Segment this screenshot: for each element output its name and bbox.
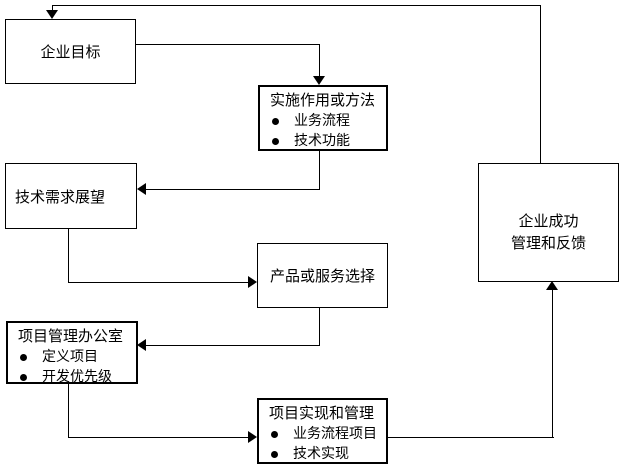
connector-goals-to-implementation-h (136, 44, 320, 45)
node-label-line1: 企业成功 (518, 211, 579, 230)
connector-product-to-pmo-v (319, 308, 320, 346)
bullet-icon (272, 118, 279, 125)
bullet-icon (271, 451, 278, 458)
node-title: 项目管理办公室 (18, 327, 124, 345)
bullet-label: 开发优先级 (42, 369, 112, 384)
arrow-down-icon (46, 10, 58, 19)
bullet-item: 技术实现 (267, 447, 380, 462)
bullet-label: 定义项目 (42, 349, 98, 365)
connector-product-to-pmo-h (146, 345, 320, 346)
node-tech-requirements-outlook: 技术需求展望 (5, 163, 137, 229)
bullet-item: 业务流程项目 (267, 427, 380, 442)
bullet-icon (271, 431, 278, 438)
bullet-item: 定义项目 (16, 350, 130, 365)
node-project-implementation: 项目实现和管理 业务流程项目 技术实现 (257, 398, 388, 464)
arrow-left-icon (137, 183, 146, 195)
connector-tech-to-product-v (68, 229, 69, 283)
connector-project-to-success-v (552, 290, 553, 438)
connector-pmo-to-project-h (68, 437, 249, 438)
connector-goals-to-implementation-v (319, 44, 320, 77)
node-label: 技术需求展望 (15, 187, 106, 206)
node-product-or-service-selection: 产品或服务选择 (257, 243, 388, 308)
bullet-item: 业务流程 (268, 114, 380, 129)
node-title: 项目实现和管理 (269, 404, 375, 422)
connector-feedback-vertical (540, 5, 541, 164)
connector-pmo-to-project-v (68, 384, 69, 438)
bullet-label: 业务流程 (294, 113, 350, 129)
arrow-up-icon (546, 281, 558, 290)
node-label-line2: 管理和反馈 (510, 233, 586, 252)
node-success-management-feedback: 企业成功 管理和反馈 (478, 163, 619, 282)
node-label: 产品或服务选择 (269, 267, 375, 285)
arrow-right-icon (248, 431, 257, 443)
arrow-right-icon (248, 276, 257, 288)
bullet-label: 技术功能 (294, 133, 350, 149)
node-project-management-office: 项目管理办公室 定义项目 开发优先级 (6, 321, 138, 384)
connector-project-to-success-h (388, 437, 554, 438)
bullet-icon (20, 354, 27, 361)
bullet-item: 开发优先级 (16, 369, 130, 384)
bullet-icon (272, 138, 279, 145)
node-implementation-methods: 实施作用或方法 业务流程 技术功能 (258, 85, 388, 151)
connector-implementation-to-tech-v (319, 151, 320, 190)
bullet-icon (20, 374, 27, 381)
connector-implementation-to-tech-h (146, 189, 320, 190)
node-label: 企业目标 (40, 43, 101, 61)
bullet-label: 业务流程项目 (293, 426, 377, 442)
node-title: 实施作用或方法 (270, 91, 376, 109)
arrow-down-icon (313, 76, 325, 85)
arrow-left-icon (137, 339, 146, 351)
connector-feedback-top (52, 5, 541, 6)
bullet-item: 技术功能 (268, 134, 380, 149)
connector-tech-to-product-h (68, 282, 249, 283)
connector-feedback-stub (52, 5, 53, 11)
bullet-label: 技术实现 (293, 446, 349, 462)
node-enterprise-goals: 企业目标 (5, 19, 136, 84)
